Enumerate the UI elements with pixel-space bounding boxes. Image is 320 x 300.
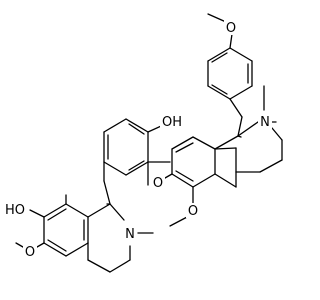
phenol-oh-label: OH	[162, 115, 182, 130]
bond	[43, 242, 67, 257]
phenol-oh-left-label: HO	[5, 203, 25, 218]
bond	[207, 13, 227, 23]
bond	[259, 159, 283, 173]
bond	[214, 135, 239, 150]
bond	[229, 47, 253, 62]
bond	[271, 127, 283, 141]
bond	[47, 239, 67, 252]
bond	[237, 121, 259, 137]
bond	[103, 118, 127, 133]
bond	[211, 84, 228, 95]
bond	[65, 203, 89, 218]
bond	[207, 85, 231, 100]
bond	[125, 118, 149, 133]
bond	[214, 173, 237, 188]
bond	[229, 85, 253, 100]
n-top-label: N	[260, 115, 270, 130]
bond	[229, 98, 243, 118]
methoxy-right-o-label: O	[188, 204, 198, 219]
bond	[29, 209, 45, 218]
chemical-structure-diagram: O N OH O O HO N O	[2, 13, 283, 273]
bond	[125, 161, 149, 176]
isoquinoline-right	[157, 85, 283, 227]
bond	[214, 147, 237, 150]
bond	[103, 161, 127, 176]
bond	[103, 180, 111, 205]
bond	[171, 136, 194, 150]
bond	[128, 160, 145, 171]
bond	[128, 123, 145, 135]
atom-labels: O N OH O O HO N O	[2, 20, 272, 260]
ether-o-label: O	[153, 176, 163, 191]
bond	[175, 170, 194, 182]
n-bottom-label: N	[125, 227, 135, 242]
methoxyphenyl-group	[207, 13, 253, 137]
bond	[47, 208, 67, 221]
bond	[229, 33, 233, 49]
bond	[109, 259, 131, 273]
bond	[65, 242, 89, 257]
bond	[87, 203, 111, 218]
central-phenol-ring	[103, 118, 171, 205]
bond	[169, 215, 190, 227]
bond	[43, 203, 67, 218]
methoxy-left-o-label: O	[25, 245, 35, 260]
bond	[175, 142, 194, 153]
bond	[211, 52, 228, 63]
bond	[109, 203, 125, 221]
bond	[237, 116, 243, 137]
bond	[192, 136, 216, 150]
methoxy-top-o-label: O	[226, 21, 236, 36]
bond	[171, 173, 194, 188]
bond	[192, 173, 216, 188]
bond	[207, 47, 231, 62]
bond	[87, 259, 111, 273]
